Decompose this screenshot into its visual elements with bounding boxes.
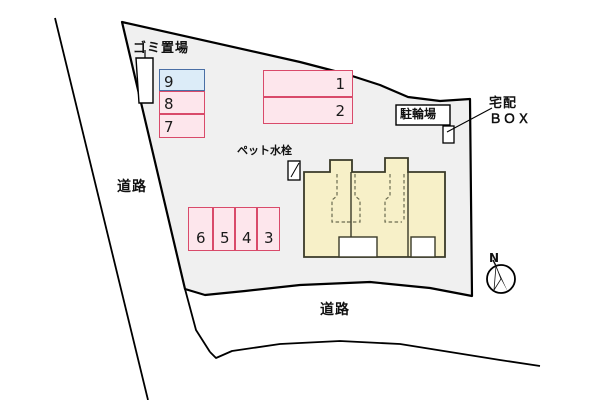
parking-stall-8[interactable]: 8 [159, 91, 205, 114]
pet-faucet-leader-line [290, 162, 300, 178]
road-bottom-label: 道路 [320, 302, 350, 318]
gomi-enclosure-box [135, 57, 154, 104]
compass-north-tick [492, 259, 497, 267]
takuhai-box-label: 宅配 ＢＯＸ [489, 96, 531, 129]
parking-stall-4-number: 4 [242, 229, 252, 247]
road-left-outer-edge [54, 17, 149, 400]
parking-stall-7[interactable]: 7 [159, 114, 205, 138]
takuhai-box-marker [442, 125, 455, 144]
parking-stall-6[interactable]: 6 [188, 207, 213, 251]
parking-stall-7-number: 7 [164, 118, 174, 136]
parking-stack-left: 9 8 7 [159, 69, 207, 141]
parking-stall-4[interactable]: 4 [235, 207, 257, 251]
takuhai-box-leader-line [446, 107, 493, 133]
compass-needle-dark [496, 266, 508, 292]
takuhai-box-label-line2: ＢＯＸ [489, 112, 532, 128]
parking-stall-6-number: 6 [196, 229, 206, 247]
takuhai-box-label-line1: 宅配 [489, 96, 518, 111]
parking-stall-8-number: 8 [164, 95, 174, 113]
building-footprint [303, 157, 446, 258]
building-dashed-stair-right [384, 174, 402, 223]
parking-stall-2[interactable]: 2 [263, 97, 353, 124]
road-left-inner-edge [184, 288, 211, 353]
parking-stall-2-number: 2 [335, 102, 345, 120]
parking-stall-1-number: 1 [335, 75, 345, 93]
compass-needle-light [493, 265, 502, 291]
parking-stall-9[interactable]: 9 [159, 69, 205, 91]
road-bottom-lower-edge [209, 340, 541, 367]
parking-stall-5[interactable]: 5 [213, 207, 235, 251]
pet-faucet-label: ペット水栓 [237, 144, 292, 157]
parking-stall-1[interactable]: 1 [263, 70, 353, 97]
building-dashed-stair-mid [345, 174, 361, 223]
compass-north-label: N [489, 251, 500, 265]
road-left-label: 道路 [117, 179, 147, 195]
building-entrance-cutout-right [410, 236, 436, 258]
parking-stall-3-number: 3 [264, 229, 274, 247]
chuurinjou-label-frame [395, 104, 451, 126]
chuurinjou-label: 駐輪場 [400, 107, 437, 121]
parking-stall-5-number: 5 [220, 229, 230, 247]
building-entrance-cutout-left [338, 236, 378, 258]
building-dashed-stair-left [331, 174, 348, 223]
parking-stall-9-number: 9 [164, 73, 174, 91]
parking-stack-top: 1 2 [263, 70, 353, 124]
gomi-label: ゴミ置場 [133, 41, 190, 56]
parking-row-bottom: 6 5 4 3 [188, 207, 280, 252]
parking-stall-3[interactable]: 3 [257, 207, 280, 251]
